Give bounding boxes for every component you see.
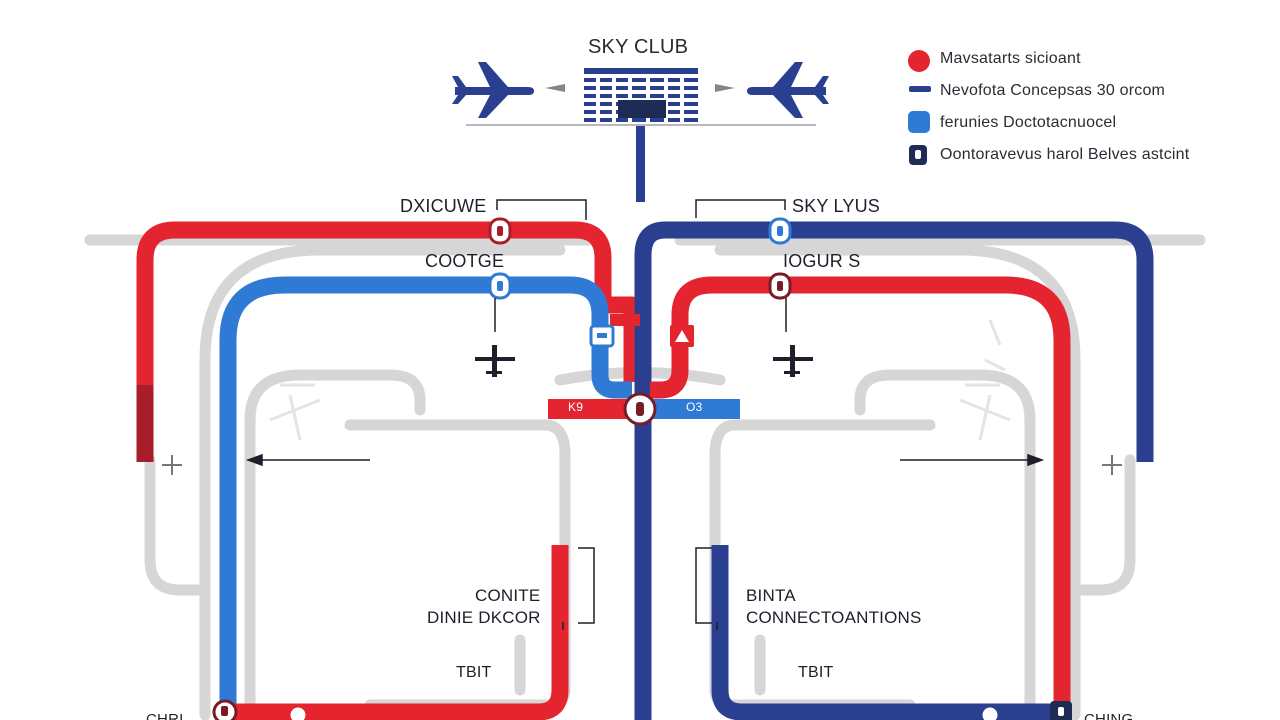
- label-exchange: DXICUWE: [400, 196, 487, 216]
- navy-route-right: [634, 221, 1154, 720]
- cross-left: [162, 455, 182, 475]
- label-skylinks: SKY LYUS: [792, 196, 880, 216]
- corridor-right-outer: [714, 244, 1081, 720]
- corridor-left-stub: [144, 454, 211, 596]
- blue-route-left: [219, 276, 632, 720]
- route-stops: [212, 217, 1072, 720]
- airplane-icon-left: [452, 62, 534, 118]
- stop-bottom-right-inner: [979, 704, 1001, 720]
- stop-bottom-left: [212, 699, 238, 720]
- label-dine: DINIE DKCOR: [427, 608, 541, 627]
- label-tbit-left: TBIT: [456, 664, 492, 681]
- small-plane-icon-right: [773, 345, 813, 377]
- transfer-bar-blue: [640, 399, 740, 419]
- lock-icon: [909, 145, 927, 165]
- arrow-left-head: [245, 453, 263, 467]
- label-tbit-right: TBIT: [798, 664, 834, 681]
- legend-item-1: Mavsatarts sicioant: [940, 50, 1081, 67]
- corridor-right-stub: [1069, 454, 1136, 596]
- airplane-icon-right: [747, 62, 829, 118]
- label-connections: CONNECTOANTIONS: [746, 608, 922, 627]
- central-transfer-bar: [548, 392, 740, 426]
- red-route-right: [650, 276, 1071, 720]
- label-node-o3: O3: [686, 400, 703, 414]
- legend-item-4: Oontoravevus harol Belves astcint: [940, 146, 1190, 163]
- sky-club-building-icon: [466, 68, 816, 202]
- stop-coffee: [488, 272, 512, 300]
- blue-square-icon: [908, 111, 930, 133]
- transfer-bar-red: [548, 399, 640, 419]
- corridor-left-outer: [199, 244, 566, 720]
- label-corner-right: CHING: [1084, 711, 1134, 720]
- label-node-k9: K9: [568, 400, 584, 414]
- corridor-left-box: [344, 419, 571, 711]
- navy-route-lower-right: [711, 545, 1062, 720]
- red-route-lower-left: [228, 545, 569, 720]
- cross-right: [1102, 455, 1122, 475]
- stop-blue-square: [589, 324, 615, 348]
- stop-bottom-left-inner: [287, 704, 309, 720]
- stop-skylinks: [768, 217, 792, 245]
- red-circle-icon: [908, 50, 930, 72]
- label-corner-left: CHRI: [146, 711, 184, 720]
- stop-red-triangle: [670, 325, 694, 347]
- label-binta: BINTA: [746, 586, 796, 605]
- small-plane-icon-left: [475, 345, 515, 377]
- corridor-left-inner: [244, 369, 426, 720]
- label-conite: CONITE: [475, 586, 541, 605]
- direction-arrows: [245, 453, 1045, 467]
- stop-bottom-right: [1050, 701, 1072, 720]
- diagram-title: SKY CLUB: [588, 36, 689, 58]
- side-crosses: [162, 455, 1122, 475]
- gate-markings: [269, 319, 1011, 441]
- corridor-right-inner: [854, 369, 1036, 720]
- stop-lounges: [768, 272, 792, 300]
- arrow-right-head: [1027, 453, 1045, 467]
- label-leaders: [494, 199, 787, 630]
- legend-item-2: Nevofota Concepsas 30 orcom: [940, 82, 1166, 99]
- label-coffee: COOTGE: [425, 251, 505, 271]
- stop-exchange: [488, 217, 512, 245]
- route-lines: [136, 221, 1154, 720]
- label-lounges: IOGUR S: [783, 251, 861, 271]
- corridor-right-box: [709, 419, 936, 711]
- legend-item-3: ferunies Doctotacnuocel: [940, 114, 1117, 131]
- red-route-left: [136, 221, 641, 462]
- navy-line-icon: [909, 86, 931, 92]
